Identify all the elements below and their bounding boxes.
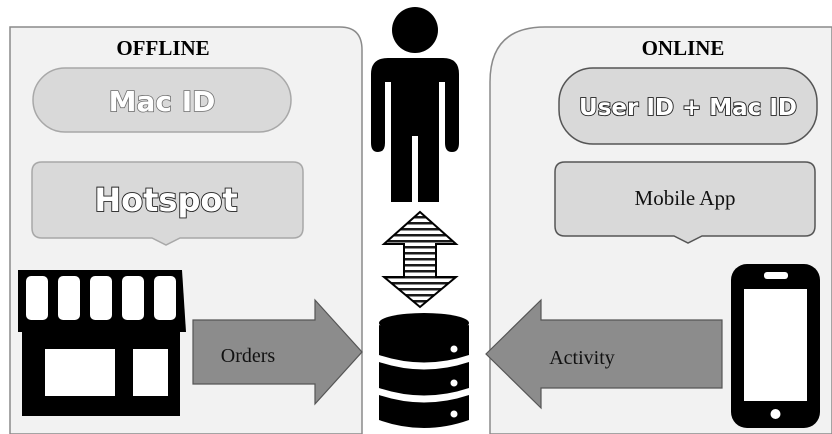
double-arrow-icon <box>381 210 459 309</box>
offline-panel: OFFLINE Mac ID Hotspot Orders <box>9 26 363 434</box>
user-mac-id-label: User ID + Mac ID <box>579 95 797 121</box>
mac-id-pill: Mac ID <box>32 67 292 133</box>
hotspot-callout: Hotspot <box>31 161 304 246</box>
orders-arrow: Orders <box>192 298 363 406</box>
online-title: ONLINE <box>642 36 725 60</box>
hotspot-label: Hotspot <box>94 181 237 219</box>
activity-arrow: Activity <box>485 298 723 410</box>
mobile-app-label: Mobile App <box>635 186 736 210</box>
activity-label: Activity <box>549 347 615 369</box>
mobile-app-callout: Mobile App <box>554 161 816 244</box>
online-panel: ONLINE User ID + Mac ID Mobile App Activ… <box>485 26 832 434</box>
storefront-icon <box>18 270 186 416</box>
offline-title: OFFLINE <box>116 36 209 60</box>
smartphone-icon <box>731 264 820 428</box>
person-icon <box>371 7 459 202</box>
orders-label: Orders <box>221 345 276 367</box>
mac-id-label: Mac ID <box>109 85 216 118</box>
user-mac-id-pill: User ID + Mac ID <box>558 67 818 145</box>
database-icon <box>379 313 469 428</box>
